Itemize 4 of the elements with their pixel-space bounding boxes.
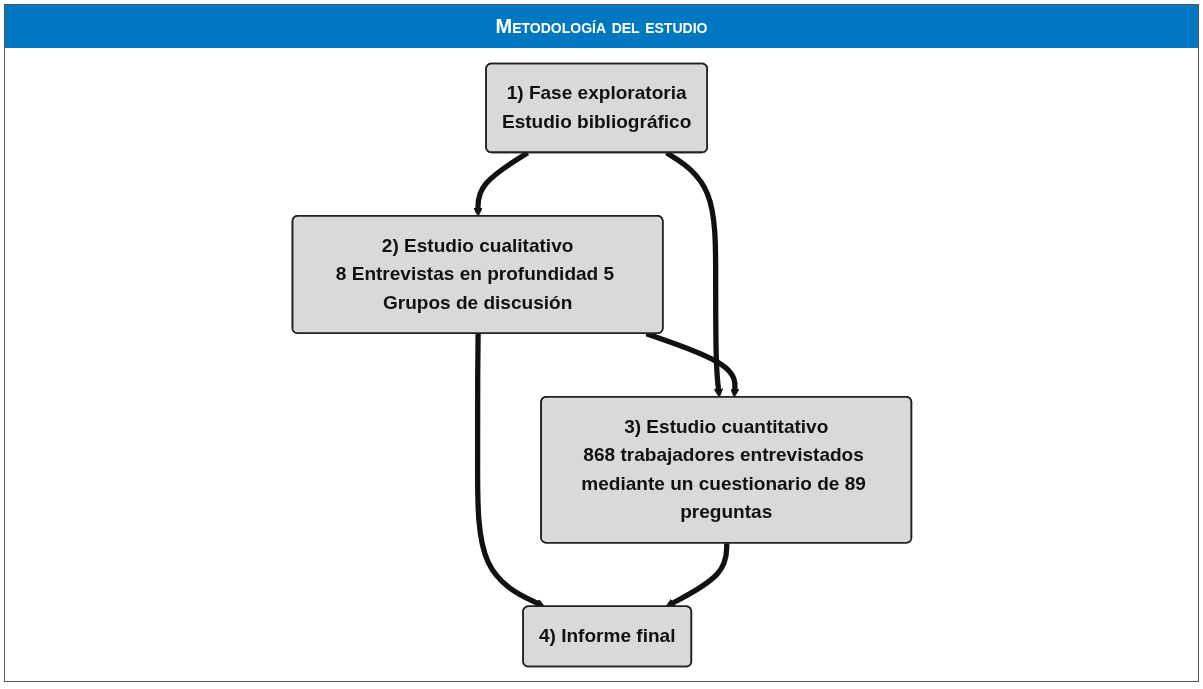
arrow (474, 333, 545, 607)
arrow (664, 150, 723, 398)
arrow (472, 150, 529, 217)
title-banner: Metodología del estudio (5, 5, 1198, 48)
